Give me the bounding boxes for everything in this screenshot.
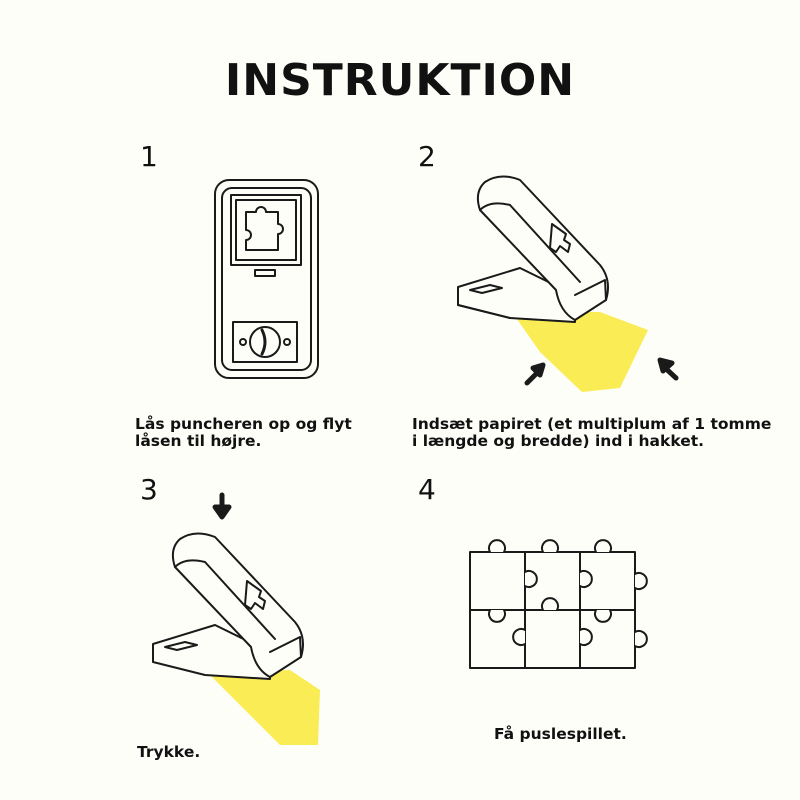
caption-line: Lås puncheren op og flyt — [135, 415, 352, 433]
arrow-down-icon — [212, 492, 232, 520]
step-number-1: 1 — [140, 140, 158, 173]
punch-side-view — [457, 175, 609, 323]
puzzle-piece-icon — [244, 580, 266, 610]
step-number-4: 4 — [418, 473, 436, 506]
step-3-caption: Trykke. — [137, 743, 201, 761]
punch-front-view — [214, 179, 319, 379]
puzzle-piece-icon — [549, 223, 571, 253]
paper-sheet — [207, 670, 320, 745]
step-4-caption: Få puslespillet. — [494, 725, 627, 743]
step-2-caption: Indsæt papiret (et multiplum af 1 tomme … — [412, 416, 771, 450]
paper-sheet — [512, 312, 648, 392]
puzzle-grid — [469, 539, 648, 669]
caption-line: i længde og bredde) ind i hakket. — [412, 432, 705, 450]
punch-side-view-pressed — [152, 532, 304, 680]
lock-dial-icon — [249, 326, 281, 358]
step-number-2: 2 — [418, 140, 436, 173]
puzzle-piece-icon — [245, 206, 284, 251]
caption-line: Indsæt papiret (et multiplum af 1 tomme — [412, 415, 772, 433]
arrow-icon — [657, 357, 679, 381]
caption-line: låsen til højre. — [135, 432, 262, 450]
step-number-3: 3 — [140, 473, 158, 506]
step-1-caption: Lås puncheren op og flyt låsen til højre… — [135, 416, 352, 450]
page-title: INSTRUKTION — [224, 55, 576, 106]
arrow-icon — [524, 362, 546, 386]
